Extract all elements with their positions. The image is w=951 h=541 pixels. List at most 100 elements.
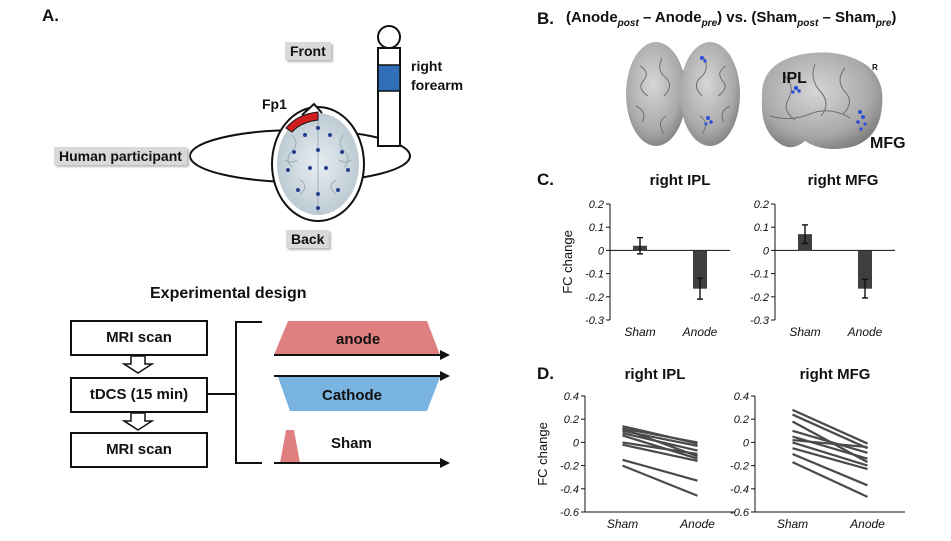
fp1-label: Fp1 <box>262 96 287 112</box>
series-line <box>622 427 698 444</box>
y-tick-label: 0.2 <box>754 199 769 211</box>
y-tick-label: -0.6 <box>730 507 750 519</box>
title-part: – Anode <box>638 9 702 26</box>
y-tick-label: -0.2 <box>750 292 769 304</box>
y-tick-label: -0.3 <box>750 315 770 327</box>
mri-scan-box-1: MRI scan <box>70 320 208 356</box>
x-tick-label: Sham <box>777 517 808 531</box>
series-line <box>622 464 698 497</box>
series-line <box>792 447 868 471</box>
y-tick-label: -0.1 <box>750 269 769 281</box>
panel-c-label: C. <box>537 170 554 189</box>
series-line <box>792 413 868 450</box>
forearm-electrode <box>377 64 401 92</box>
x-tick-label: Sham <box>607 517 638 531</box>
panel-b-label: B. <box>537 9 554 28</box>
chart-c-mfg-title: right MFG <box>807 172 879 189</box>
anode-label: anode <box>336 331 381 348</box>
y-tick-label: 0.2 <box>589 199 604 211</box>
y-tick-label: -0.6 <box>560 507 580 519</box>
y-tick-label: -0.2 <box>585 292 604 304</box>
human-participant-label: Human participant <box>54 147 187 165</box>
series-line <box>792 429 868 454</box>
y-tick-label: 0.1 <box>754 222 769 234</box>
y-tick-label: 0.4 <box>564 391 579 403</box>
forearm-hand <box>377 25 401 49</box>
back-label: Back <box>286 230 330 248</box>
sham-shape <box>280 430 300 463</box>
y-tick-label: -0.2 <box>560 461 579 473</box>
r-label: R <box>872 63 878 72</box>
cathode-shape <box>278 377 440 411</box>
front-label: Front <box>285 42 331 60</box>
sham-label: Sham <box>331 435 372 452</box>
title-sub: pre <box>875 18 892 29</box>
x-tick-label: Anode <box>849 517 885 531</box>
down-arrow-1 <box>121 355 155 374</box>
series-line <box>792 441 868 467</box>
forearm-bar <box>377 47 401 147</box>
title-sub: post <box>797 18 819 29</box>
anode-shape <box>274 321 440 355</box>
series-line <box>622 458 698 482</box>
brain-lateral-view <box>761 52 883 150</box>
series-line <box>792 438 868 449</box>
y-tick-label: 0.2 <box>734 414 749 426</box>
series-line <box>792 461 868 498</box>
chart-d-ipl-title: right IPL <box>624 366 686 383</box>
head-schematic <box>189 25 411 222</box>
cathode-label: Cathode <box>322 387 382 404</box>
y-tick-label: -0.4 <box>560 484 579 496</box>
brain-top-view <box>626 42 740 146</box>
y-axis-label: FC change <box>560 230 575 294</box>
y-tick-label: 0 <box>598 245 605 257</box>
chart-d-mfg-title: right MFG <box>799 366 871 383</box>
title-sub: pre <box>701 18 718 29</box>
brain-texture <box>284 116 352 213</box>
y-tick-label: -0.2 <box>730 461 749 473</box>
series-line <box>622 443 698 463</box>
x-tick-label: Sham <box>624 325 655 339</box>
series-line <box>792 435 868 460</box>
x-tick-label: Anode <box>679 517 715 531</box>
mfg-label: MFG <box>870 135 906 152</box>
bracket <box>235 321 262 464</box>
tdcs-box: tDCS (15 min) <box>70 377 208 413</box>
panel-d-label: D. <box>537 364 554 383</box>
brain-renderings <box>626 42 883 150</box>
series-line <box>622 434 698 460</box>
panel-b-title: (Anodepost – Anodepre) vs. (Shampost – S… <box>566 9 896 29</box>
y-tick-label: 0.1 <box>589 222 604 234</box>
title-part: ) <box>891 9 897 26</box>
y-tick-label: 0 <box>763 245 770 257</box>
y-tick-label: 0.2 <box>564 414 579 426</box>
y-tick-label: -0.4 <box>730 484 749 496</box>
electrode-dots <box>286 126 350 210</box>
x-tick-label: Sham <box>789 325 820 339</box>
y-tick-label: 0 <box>743 437 750 449</box>
chart-c-ipl-title: right IPL <box>649 172 711 189</box>
series-line <box>622 441 698 456</box>
bar <box>858 250 872 289</box>
x-tick-label: Anode <box>847 325 883 339</box>
y-tick-label: -0.3 <box>585 315 605 327</box>
y-tick-label: 0 <box>573 437 580 449</box>
design-title: Experimental design <box>150 285 307 302</box>
bar <box>693 250 707 289</box>
title-sub: post <box>617 18 639 29</box>
panel-a-label: A. <box>42 6 59 25</box>
series-line <box>792 408 868 445</box>
title-part: ) vs. (Sham <box>717 9 798 26</box>
fp1-electrode <box>285 111 319 133</box>
y-axis-label: FC change <box>535 422 550 486</box>
right-forearm-label-1: right <box>411 58 443 74</box>
y-tick-label: 0.4 <box>734 391 749 403</box>
title-part: – Sham <box>818 9 876 26</box>
ipl-label: IPL <box>782 70 807 87</box>
mri-scan-box-2: MRI scan <box>70 432 208 468</box>
y-tick-label: -0.1 <box>585 269 604 281</box>
